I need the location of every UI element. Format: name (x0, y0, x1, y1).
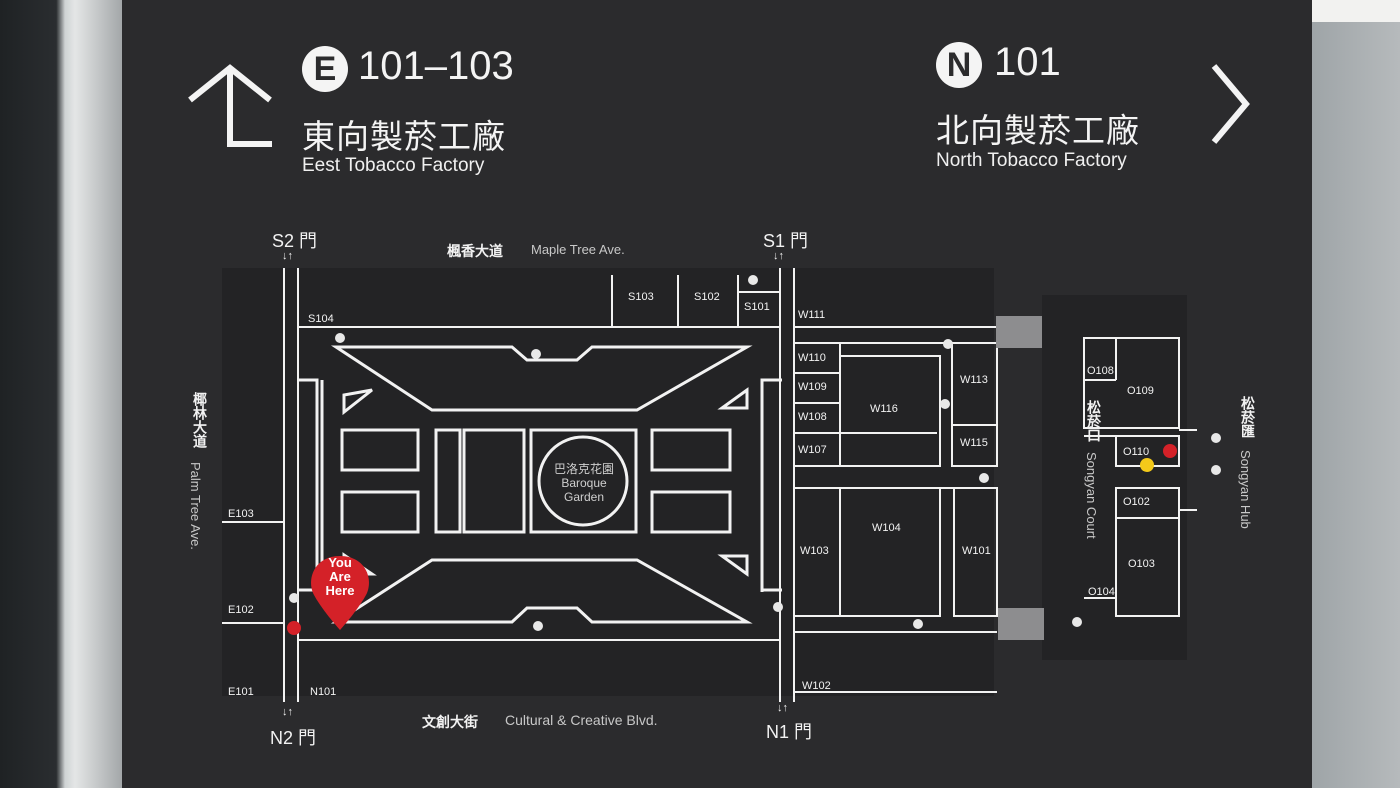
room-label: O102 (1123, 496, 1150, 508)
map-panel (222, 268, 994, 696)
room-label: E101 (228, 686, 254, 698)
garden-label: 巴洛克花園 Baroque Garden (542, 462, 626, 504)
arrows-n1: ↓↑ (777, 702, 788, 714)
east-title-en: Eest Tobacco Factory (302, 155, 485, 176)
street-top-zh: 楓香大道 (447, 243, 503, 259)
room-label: O109 (1127, 385, 1154, 397)
north-title-en: North Tobacco Factory (936, 150, 1127, 171)
street-top-en: Maple Tree Ave. (531, 242, 625, 257)
gate-s1: S1 門 (763, 231, 809, 251)
gate-n2: N2 門 (270, 728, 317, 748)
room-label: W113 (960, 374, 988, 386)
room-label: E102 (228, 604, 254, 616)
gate-n1: N1 門 (766, 722, 813, 742)
room-label: W110 (798, 352, 826, 364)
room-label: W107 (798, 444, 827, 456)
garden-label-en: Baroque (561, 476, 607, 490)
room-label: W104 (872, 522, 901, 534)
arrows-s1: ↓↑ (773, 250, 784, 262)
east-title-zh: 東向製菸工廠 (302, 118, 506, 155)
room-label: O110 (1123, 446, 1150, 458)
hub-zh: 松菸匯 (1240, 396, 1256, 438)
room-label: W101 (962, 545, 991, 557)
room-label: W109 (798, 381, 827, 393)
right-wall (1310, 0, 1400, 788)
east-badge: E (302, 46, 348, 92)
court-en: Songyan Court (1084, 452, 1099, 539)
sign-board: E 101–103 東向製菸工廠 Eest Tobacco Factory N … (122, 0, 1312, 788)
you-are-here-line: Here (325, 583, 355, 598)
room-label: S104 (308, 313, 334, 325)
north-title-zh: 北向製菸工廠 (936, 112, 1140, 149)
room-label: O108 (1087, 365, 1114, 377)
you-are-here-line: You (328, 555, 352, 570)
aed-icon (287, 621, 301, 635)
chevron-right-icon (1211, 64, 1250, 144)
you-are-here-line: Are (329, 569, 351, 584)
court-zh: 松菸口 (1086, 400, 1102, 442)
facility-icons (289, 275, 1221, 631)
east-numbers: 101–103 (358, 44, 514, 88)
arrows-n2: ↓↑ (282, 706, 293, 718)
connector-top (996, 316, 1042, 348)
garden-label-en: Garden (563, 490, 605, 504)
street-bottom-en: Cultural & Creative Blvd. (505, 712, 658, 728)
left-wall (0, 0, 125, 788)
room-label: W115 (960, 437, 988, 449)
room-label: S103 (628, 291, 654, 303)
north-numbers: 101 (994, 40, 1061, 84)
walls (222, 268, 1197, 702)
garden-label-zh: 巴洛克花園 (553, 462, 614, 476)
room-label: O104 (1088, 586, 1115, 598)
room-label: E103 (228, 508, 254, 520)
connector-bottom (998, 608, 1044, 640)
room-label: W102 (802, 680, 831, 692)
room-label: W111 (798, 309, 826, 321)
arrow-up-left-icon (188, 64, 272, 147)
room-label: S102 (694, 291, 720, 303)
aed-icon (1163, 444, 1177, 458)
street-bottom-zh: 文創大街 (422, 714, 478, 730)
hub-en: Songyan Hub (1238, 450, 1253, 529)
room-label: N101 (310, 686, 337, 698)
room-label: O103 (1128, 558, 1155, 570)
you-are-here-pin (311, 556, 369, 630)
gate-s2: S2 門 (272, 231, 318, 251)
street-left-zh: 椰林大道 (192, 392, 208, 448)
baroque-garden-plan (297, 345, 782, 624)
you-are-here-label: You Are Here (318, 556, 362, 598)
floor-map (222, 268, 1221, 702)
arrows-s2: ↓↑ (282, 250, 293, 262)
room-label: S101 (744, 301, 770, 313)
room-label: W108 (798, 411, 827, 423)
info-icon (1140, 458, 1154, 472)
street-left-en: Palm Tree Ave. (188, 462, 203, 550)
room-label: W116 (870, 403, 898, 415)
room-label: W103 (800, 545, 829, 557)
court-panel (1042, 295, 1187, 660)
north-badge: N (936, 42, 982, 88)
